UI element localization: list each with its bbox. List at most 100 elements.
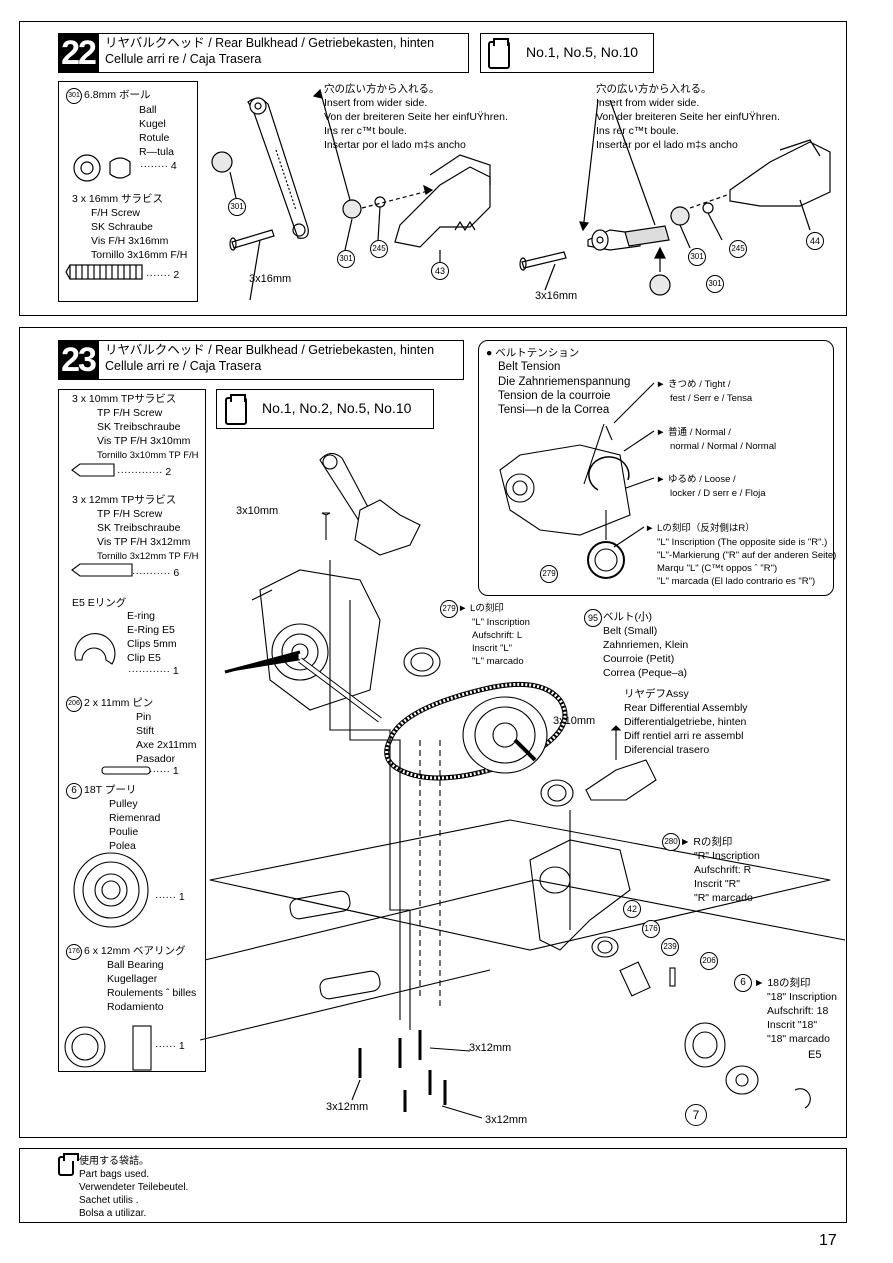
screw16-title: 3 x 16mm サラビス (72, 192, 163, 206)
note-left-jp: 穴の広い方から入れる。 (324, 83, 440, 95)
lmark-es: "L" marcada (El lado contrario es "R") (657, 576, 816, 587)
tension-jp: ● ベルトテンション (486, 347, 580, 359)
footer-box (19, 1148, 847, 1223)
step-22-bags-label: No.1, No.5, No.10 (526, 44, 639, 60)
l-mark-en: "L" Inscription (472, 617, 530, 628)
ball-en: Ball (139, 104, 157, 116)
bag-icon (225, 394, 247, 425)
belt-es: Correa (Peque–a) (603, 667, 688, 679)
lmark-jp: ► Lの刻印（反対側はR） (645, 523, 755, 534)
screw16-jp: サラビス (121, 193, 164, 205)
loose-text2: locker / D serr e / Floja (670, 488, 766, 499)
screw10-title: 3 x 10mm TPサラビス (72, 392, 176, 406)
bearing-size: 6 x 12mm (84, 945, 131, 957)
bearing-fr: Roulements ˆ billes (107, 987, 197, 999)
ball-es: R—tula (139, 146, 175, 158)
callout-301-d: 301 (706, 275, 724, 293)
lmark-en: "L" Inscription (The opposite side is "R… (657, 537, 828, 548)
tight-jp: きつめ (668, 379, 697, 390)
step-23-number: 23 (58, 340, 98, 380)
belt-jp: ベルト(小) (603, 611, 652, 623)
screw12-de: SK Treibschraube (97, 522, 181, 534)
ering-jp: Eリング (87, 597, 127, 609)
pin-en: Pin (136, 711, 152, 723)
pulley-qty: ······ 1 (155, 891, 185, 903)
footer-jp: 使用する袋詰。 (79, 1156, 149, 1167)
callout-245-b: 245 (729, 240, 747, 258)
diff-en: Rear Differential Assembly (624, 702, 748, 714)
diff-jp: リヤデフAssy (624, 688, 689, 700)
tension-de: Die Zahnriemenspannung (498, 376, 631, 388)
l-mark-jp: ► Lの刻印 (458, 603, 504, 614)
ering-de: E-Ring E5 (127, 624, 175, 636)
tight-text2: fest / Serr e / Tensa (670, 393, 753, 404)
pulley-title: 18T プーリ (84, 783, 136, 797)
part-id-206: 206 (66, 696, 82, 712)
belt-fr: Courroie (Petit) (603, 653, 675, 665)
callout-301-c: 301 (688, 248, 706, 266)
lmark-de: "L"-Markierung ("R" auf der anderen Seit… (657, 550, 837, 561)
ball-qty: ········ 4 (140, 160, 177, 172)
step-22-title: リヤバルクヘッド / Rear Bulkhead / Getriebekaste… (98, 33, 469, 73)
callout-44: 44 (806, 232, 824, 250)
step-23-parts-box (58, 389, 206, 1072)
ball-fr: Rotule (139, 132, 170, 144)
normal-text2: normal / Normal / Normal (670, 441, 777, 452)
step-22-diagram (65, 88, 831, 301)
screw10-qty-value: 2 (165, 466, 172, 478)
l-mark-de: Aufschrift: L (472, 630, 523, 641)
e5-label: E5 (808, 1049, 822, 1061)
t18-de: Aufschrift: 18 (767, 1005, 829, 1017)
screw10-fr: Vis TP F/H 3x10mm (97, 435, 191, 447)
ball-size: 6.8mm ボール (84, 88, 151, 102)
tension-en: Belt Tension (498, 361, 561, 373)
step-23-title-line2: Cellule arri re / Caja Trasera (105, 359, 262, 373)
note-left-es: Insertar por el lado m‡s ancho (324, 139, 466, 151)
screw10-label-a: 3x10mm (236, 505, 279, 517)
pulley-es: Polea (109, 840, 136, 852)
callout-239: 239 (661, 938, 679, 956)
footer-en: Part bags used. (79, 1169, 150, 1180)
diff-fr: Diff rentiel arri re assembl (624, 730, 744, 742)
t18-en: "18" Inscription (767, 991, 837, 1003)
r-mark-jp-text: Rの刻印 (693, 836, 733, 848)
ball-size-text: 6.8mm (84, 89, 117, 101)
footer-de: Verwendeter Teilebeutel. (79, 1182, 189, 1193)
tight-label: ► きつめ / Tight / (656, 379, 731, 390)
screw16-qty: ······· 2 (146, 269, 180, 281)
bag-icon (488, 38, 510, 69)
note-left-de: Von der breiteren Seite her einfUŸhren. (324, 111, 508, 123)
ering-qty-value: 1 (172, 665, 179, 677)
bearing-title: 6 x 12mm ベアリング (84, 944, 186, 958)
tension-jp-text: ベルトテンション (495, 347, 580, 359)
ering-size: E5 (72, 597, 85, 609)
screw10-jp: TPサラビス (120, 393, 177, 405)
screw12-qty-value: 6 (173, 567, 180, 579)
pin-de: Stift (136, 725, 155, 737)
ball-de: Kugel (139, 118, 166, 130)
bearing-qty-value: 1 (178, 1040, 185, 1052)
bearing-qty: ······ 1 (155, 1040, 185, 1052)
callout-43: 43 (431, 262, 449, 280)
screw-label-left: 3x16mm (249, 273, 292, 285)
screw12-fr: Vis TP F/H 3x12mm (97, 536, 191, 548)
belt-en: Belt (Small) (603, 625, 658, 637)
pin-size: 2 x 11mm (84, 697, 130, 709)
note-right-de: Von der breiteren Seite her einfUŸhren. (596, 111, 780, 123)
tension-fr: Tension de la courroie (498, 390, 611, 402)
pin-title: 2 x 11mm ピン (84, 696, 153, 710)
l-mark-es: "L" marcado (472, 656, 524, 667)
pulley-fr: Poulie (109, 826, 139, 838)
callout-279: 279 (440, 600, 458, 618)
r-mark-en: "R" Inscription (694, 850, 760, 862)
ering-title: E5 Eリング (72, 596, 126, 610)
screw12-es: Tornillo 3x12mm TP F/H (97, 551, 199, 562)
pin-jp: ピン (132, 697, 154, 709)
screw12-label-b: 3x12mm (326, 1101, 369, 1113)
ball-qty-value: 4 (170, 160, 177, 172)
callout-206: 206 (700, 952, 718, 970)
callout-245-a: 245 (370, 240, 388, 258)
screw12-title: 3 x 12mm TPサラビス (72, 493, 176, 507)
screw12-size: 3 x 12mm (72, 494, 119, 506)
step-23-bags-label: No.1, No.2, No.5, No.10 (262, 400, 412, 416)
